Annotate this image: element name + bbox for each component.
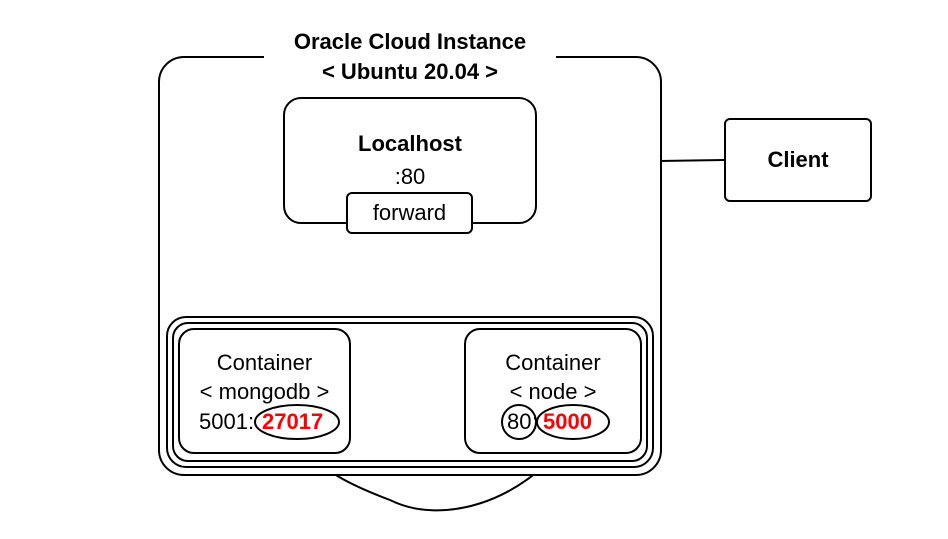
mongodb-container-port: 27017: [262, 409, 324, 434]
client-box: Client: [724, 118, 872, 202]
instance-title-line2: < Ubuntu 20.04 >: [321, 59, 499, 84]
mongodb-port-ellipse: [254, 404, 340, 440]
forward-label: forward: [372, 200, 447, 225]
node-container-heading: Container: [505, 350, 601, 375]
node-container-title: Container < node >: [464, 348, 642, 406]
instance-title-line1: Oracle Cloud Instance: [293, 29, 527, 54]
mongodb-host-port: 5001:: [199, 409, 255, 434]
instance-title: Oracle Cloud Instance < Ubuntu 20.04 >: [264, 27, 556, 87]
forward-box: forward: [346, 192, 473, 234]
mongodb-container-heading: Container: [216, 350, 313, 375]
node-container-port: 5000: [543, 409, 592, 434]
node-container-port-ellipse: [536, 404, 610, 440]
node-host-port-ellipse: [501, 404, 537, 440]
mongodb-container-title: Container < mongodb >: [178, 348, 351, 406]
mongodb-container-name: < mongodb >: [199, 379, 330, 404]
localhost-title: Localhost: [358, 131, 462, 156]
node-host-port: 80: [507, 409, 532, 434]
node-container-box: [464, 328, 642, 454]
localhost-port: :80: [394, 164, 426, 189]
client-label: Client: [767, 147, 829, 172]
node-container-name: < node >: [509, 379, 597, 404]
